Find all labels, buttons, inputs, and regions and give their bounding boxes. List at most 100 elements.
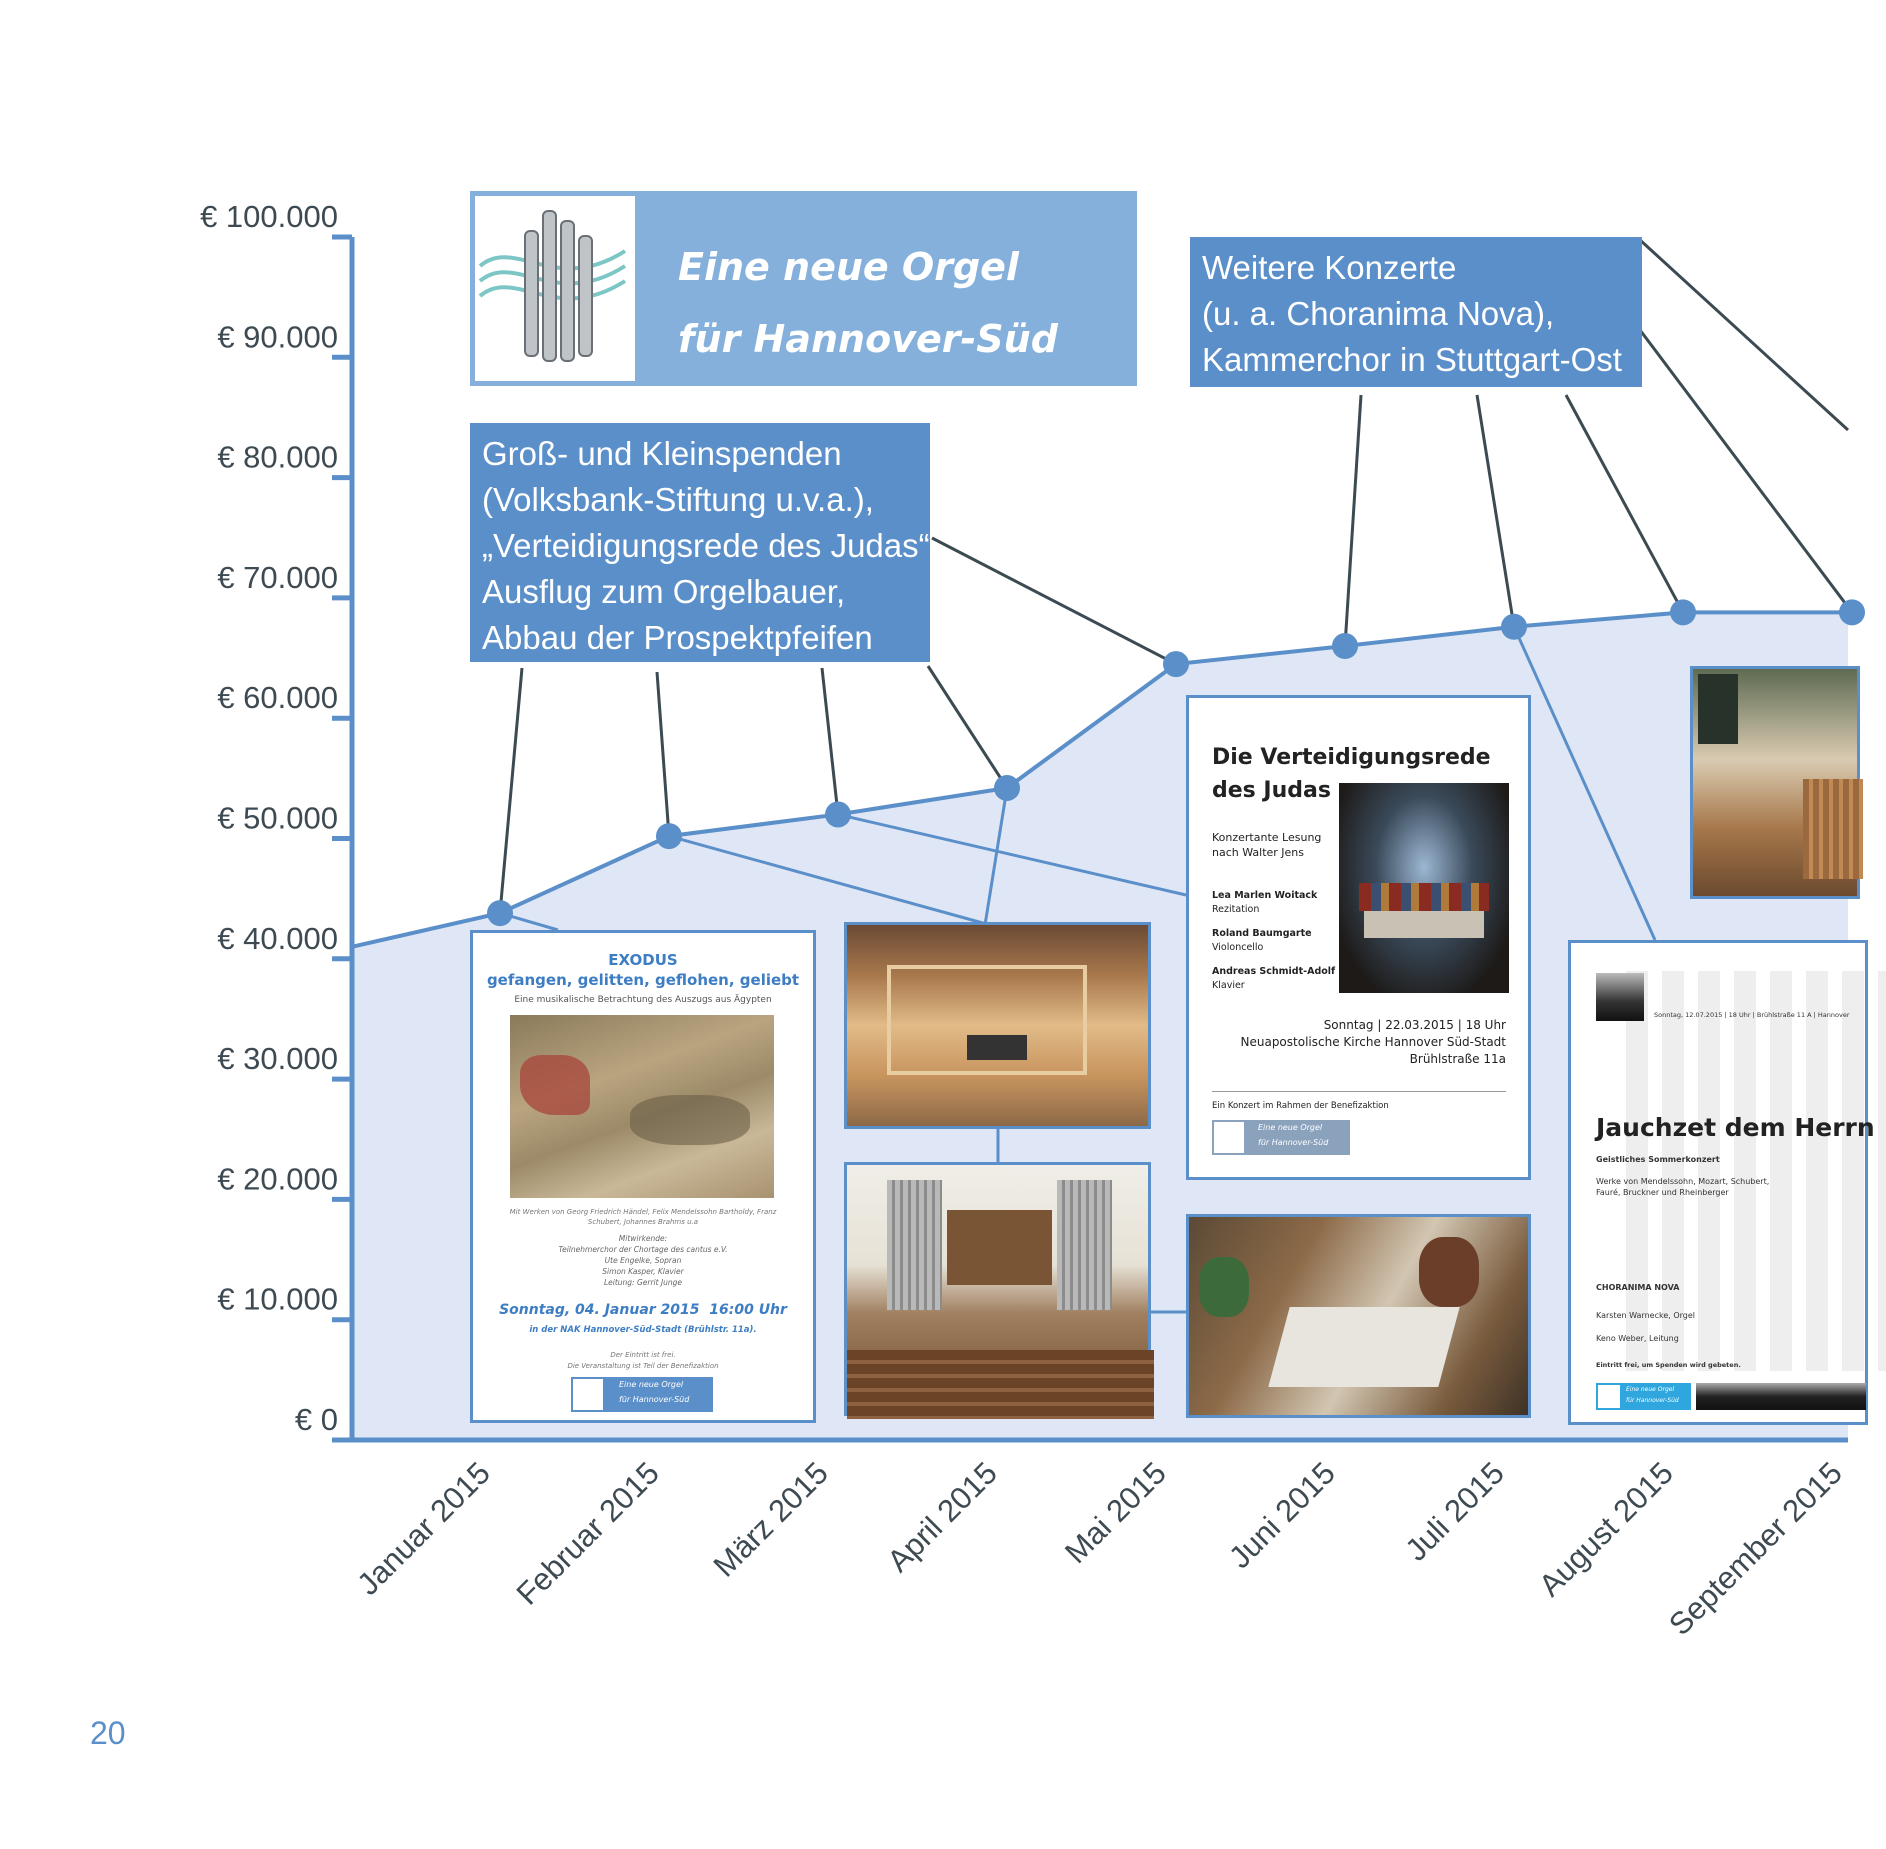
leader-line	[1638, 238, 1850, 432]
poster-judas-p1: Lea Marlen Woitack	[1212, 890, 1318, 901]
y-tick-label: € 30.000	[217, 1041, 338, 1076]
organ-pipes-icon	[478, 210, 627, 362]
x-tick-label: März 2015	[707, 1455, 835, 1583]
logo-line: für Hannover-Süd	[1626, 1397, 1679, 1404]
campaign-title-box: Eine neue Orgel für Hannover-Süd	[470, 191, 1137, 386]
photo-connector	[1512, 626, 1657, 941]
poster-exodus-logo: Eine neue Orgel für Hannover-Süd	[571, 1377, 713, 1412]
y-tick-label: € 80.000	[217, 440, 338, 475]
data-point	[656, 823, 682, 850]
poster-exodus-note2: Die Veranstaltung ist Teil der Benefizak…	[567, 1362, 719, 1370]
x-tick-label: Februar 2015	[510, 1455, 666, 1611]
photo-connector	[837, 812, 1187, 897]
poster-judas-p2r: Violoncello	[1212, 942, 1264, 953]
poster-judas-logo: Eine neue Orgel für Hannover-Süd	[1212, 1120, 1350, 1155]
logo-line: Eine neue Orgel	[619, 1380, 684, 1389]
y-tick-label: € 40.000	[217, 921, 338, 956]
poster-judas-title2: des Judas	[1212, 778, 1331, 803]
data-point	[1501, 613, 1527, 640]
performer-line: Leitung: Gerrit Junge	[603, 1278, 683, 1287]
x-tick-label: Juni 2015	[1222, 1455, 1342, 1575]
poster-judas-p3: Andreas Schmidt-Adolf	[1212, 966, 1336, 977]
leader-line	[820, 667, 840, 815]
callout-line: Groß- und Kleinspenden	[482, 435, 842, 472]
leader-line	[1638, 329, 1854, 614]
callout-line: Kammerchor in Stuttgart-Ost	[1202, 341, 1622, 378]
poster-jauchzet-works2: Fauré, Bruckner und Rheinberger	[1596, 1188, 1729, 1197]
y-tick-label: € 60.000	[217, 680, 338, 715]
callout-line: Weitere Konzerte	[1202, 249, 1457, 286]
poster-judas-date: Sonntag | 22.03.2015 | 18 Uhr	[1323, 1018, 1506, 1032]
poster-exodus-performers: Mitwirkende: Teilnehmerchor der Chortage…	[473, 1233, 813, 1288]
logo-line: Eine neue Orgel	[1626, 1386, 1675, 1393]
leader-line	[926, 665, 1009, 789]
poster-jauchzet-works1: Werke von Mendelssohn, Mozart, Schubert,	[1596, 1177, 1770, 1186]
callout-line: „Verteidigungsrede des Judas“,	[482, 527, 939, 564]
poster-exodus-note1: Der Eintritt ist frei.	[610, 1351, 676, 1359]
poster-judas-p2: Roland Baumgarte	[1212, 928, 1312, 939]
poster-exodus-subtitle: gefangen, gelitten, geflohen, geliebt	[486, 971, 800, 989]
photo-connector	[668, 834, 991, 927]
y-tick-label: € 50.000	[217, 801, 338, 836]
poster-judas-p3r: Klavier	[1212, 980, 1245, 991]
photo-connector	[983, 787, 1009, 926]
poster-judas-footer: Ein Konzert im Rahmen der Benefizaktion	[1212, 1101, 1389, 1111]
photo-organ-builder-visit	[1186, 1214, 1531, 1418]
poster-judas-place1: Neuapostolische Kirche Hannover Süd-Stad…	[1240, 1035, 1507, 1049]
poster-exodus: EXODUS gefangen, gelitten, geflohen, gel…	[470, 930, 816, 1423]
poster-jauchzet-logo: Eine neue Orgel für Hannover-Süd	[1596, 1383, 1691, 1410]
campaign-title-line1: Eine neue Orgel	[678, 245, 1019, 289]
data-point	[994, 774, 1020, 801]
performer-line: Teilnehmerchor der Chortage des cantus e…	[558, 1245, 728, 1254]
poster-exodus-works: Mit Werken von Georg Friedrich Händel, F…	[509, 1208, 777, 1226]
data-point	[1670, 599, 1696, 626]
poster-jauchzet: Sonntag, 12.07.2015 | 18 Uhr | Brühlstra…	[1568, 940, 1886, 1425]
photo-church-organ	[844, 1162, 1154, 1419]
data-point	[487, 900, 513, 927]
poster-jauchzet-p2: Keno Weber, Leitung	[1596, 1334, 1679, 1343]
photo-church-interior	[1690, 666, 1863, 899]
poster-jauchzet-title: Jauchzet dem Herrn	[1596, 1113, 1875, 1142]
page-number: 20	[90, 1715, 126, 1751]
callout-line: (Volksbank-Stiftung u.v.a.),	[482, 481, 874, 518]
leader-line	[1475, 394, 1516, 628]
poster-jauchzet-note: Eintritt frei, um Spenden wird gebeten.	[1596, 1361, 1741, 1369]
callout-spring-events: Groß- und Kleinspenden (Volksbank-Stiftu…	[470, 423, 939, 662]
data-point	[1163, 651, 1189, 678]
poster-judas-painting	[1339, 783, 1509, 993]
poster-judas-sub1: Konzertante Lesung	[1212, 831, 1322, 844]
y-tick-label: € 10.000	[217, 1282, 338, 1317]
organ-logo	[475, 196, 635, 381]
x-tick-label: Mai 2015	[1058, 1455, 1173, 1570]
callout-line: Abbau der Prospektpfeifen	[482, 619, 873, 656]
poster-jauchzet-pipes	[1626, 971, 1886, 1371]
poster-judas-sub2: nach Walter Jens	[1212, 846, 1305, 859]
y-tick-label: € 70.000	[217, 560, 338, 595]
poster-exodus-tagline: Eine musikalische Betrachtung des Auszug…	[514, 995, 772, 1005]
x-tick-label: April 2015	[880, 1455, 1003, 1578]
x-tick-label: August 2015	[1532, 1455, 1680, 1603]
callout-line: Ausflug zum Orgelbauer,	[482, 573, 846, 610]
poster-exodus-place: in der NAK Hannover-Süd-Stadt (Brühlstr.…	[529, 1325, 757, 1335]
poster-exodus-painting	[510, 1015, 774, 1198]
poster-judas-p1r: Rezitation	[1212, 904, 1260, 915]
y-tick-label: € 90.000	[217, 319, 338, 354]
poster-judas: Die Verteidigungsrede des Judas Konzerta…	[1186, 695, 1531, 1180]
y-tick-label: € 20.000	[217, 1161, 338, 1196]
callout-summer-concerts: Weitere Konzerte (u. a. Choranima Nova),…	[1190, 237, 1642, 387]
logo-line: für Hannover-Süd	[619, 1395, 690, 1404]
logo-line: für Hannover-Süd	[1258, 1138, 1329, 1147]
y-tick-label: € 100.000	[200, 199, 338, 234]
performer-line: Mitwirkende:	[618, 1234, 668, 1243]
poster-jauchzet-choir-icon	[1596, 973, 1644, 1021]
performer-line: Simon Kasper, Klavier	[602, 1267, 684, 1276]
callout-line: (u. a. Choranima Nova),	[1202, 295, 1555, 332]
poster-jauchzet-p1: Karsten Warnecke, Orgel	[1596, 1311, 1695, 1320]
x-tick-label: September 2015	[1662, 1455, 1849, 1642]
poster-exodus-title: EXODUS	[608, 951, 678, 969]
poster-jauchzet-header: Sonntag, 12.07.2015 | 18 Uhr | Brühlstra…	[1654, 1011, 1850, 1019]
leader-line	[931, 536, 1177, 666]
poster-exodus-date: Sonntag, 04. Januar 2015 16:00 Uhr	[499, 1302, 787, 1318]
logo-line: Eine neue Orgel	[1258, 1123, 1323, 1132]
poster-jauchzet-choir: CHORANIMA NOVA	[1596, 1283, 1680, 1292]
